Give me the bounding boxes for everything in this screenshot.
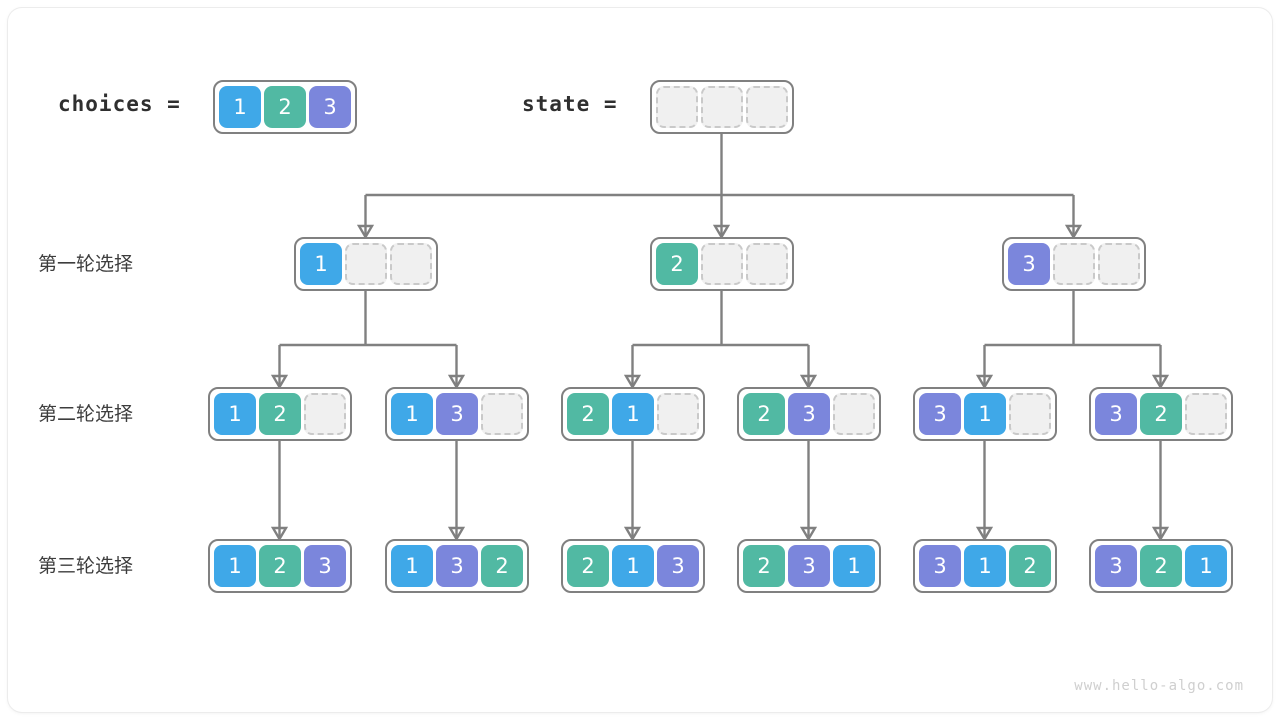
array-cell-filled: 1 (214, 393, 256, 435)
array-cell-empty (1098, 243, 1140, 285)
array-cell-filled: 1 (612, 545, 654, 587)
array-cell-empty (746, 86, 788, 128)
row-label-1: 第一轮选择 (38, 253, 134, 275)
array-cell-filled: 2 (656, 243, 698, 285)
array-cell-filled: 3 (436, 545, 478, 587)
array-cell-empty (1009, 393, 1051, 435)
array-cell-filled: 1 (612, 393, 654, 435)
array-cell-filled: 3 (1095, 545, 1137, 587)
array-cell-filled: 2 (1140, 545, 1182, 587)
array-cell-filled: 1 (1185, 545, 1227, 587)
array-cell-filled: 1 (219, 86, 261, 128)
array-cell-filled: 1 (391, 393, 433, 435)
array-cell-empty (701, 243, 743, 285)
array-cell-filled: 2 (264, 86, 306, 128)
array-cell-empty (1053, 243, 1095, 285)
array-cell-filled: 3 (304, 545, 346, 587)
array-cell-empty (345, 243, 387, 285)
array-cell-filled: 3 (657, 545, 699, 587)
array-cell-empty (1185, 393, 1227, 435)
array-cell-empty (656, 86, 698, 128)
array-cell-filled: 2 (259, 393, 301, 435)
array-cell-empty (481, 393, 523, 435)
diagram-card (8, 8, 1272, 712)
row-label-3: 第三轮选择 (38, 555, 134, 577)
array-cell-filled: 3 (1095, 393, 1137, 435)
array-cell-filled: 2 (1140, 393, 1182, 435)
array-cell-empty (390, 243, 432, 285)
array-cell-filled: 1 (964, 545, 1006, 587)
node-row1-1[interactable]: 1 (294, 237, 438, 291)
array-cell-filled: 2 (743, 393, 785, 435)
array-cell-filled: 3 (788, 393, 830, 435)
state-array[interactable] (650, 80, 794, 134)
node-row1-2[interactable]: 2 (650, 237, 794, 291)
array-cell-filled: 3 (1008, 243, 1050, 285)
array-cell-filled: 3 (309, 86, 351, 128)
array-cell-empty (657, 393, 699, 435)
array-cell-empty (833, 393, 875, 435)
array-cell-filled: 2 (567, 393, 609, 435)
array-cell-filled: 1 (964, 393, 1006, 435)
array-cell-filled: 3 (788, 545, 830, 587)
array-cell-filled: 1 (391, 545, 433, 587)
array-cell-empty (746, 243, 788, 285)
array-cell-filled: 1 (300, 243, 342, 285)
array-cell-filled: 2 (1009, 545, 1051, 587)
state-label: state = (522, 92, 618, 116)
array-cell-filled: 2 (743, 545, 785, 587)
array-cell-filled: 1 (833, 545, 875, 587)
array-cell-filled: 3 (919, 545, 961, 587)
array-cell-filled: 3 (436, 393, 478, 435)
array-cell-filled: 3 (919, 393, 961, 435)
node-row1-3[interactable]: 3 (1002, 237, 1146, 291)
array-cell-filled: 2 (259, 545, 301, 587)
array-cell-filled: 2 (567, 545, 609, 587)
array-cell-filled: 2 (481, 545, 523, 587)
row-label-2: 第二轮选择 (38, 403, 134, 425)
watermark: www.hello-algo.com (1074, 678, 1244, 694)
array-cell-empty (304, 393, 346, 435)
array-cell-filled: 1 (214, 545, 256, 587)
choices-label: choices = (58, 92, 181, 116)
array-cell-empty (701, 86, 743, 128)
